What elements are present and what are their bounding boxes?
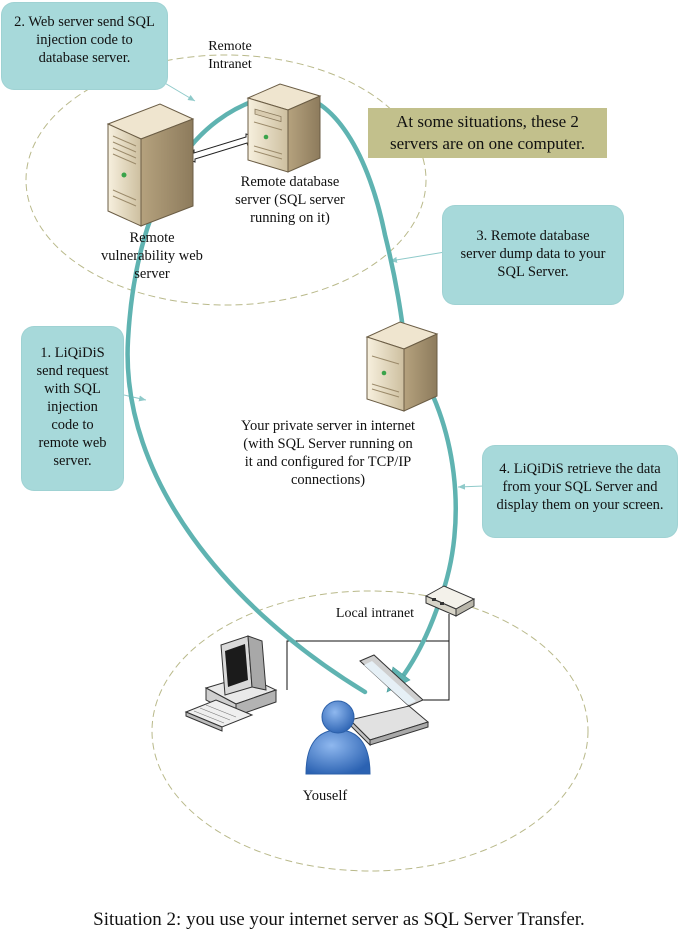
private-server-label: Your private server in internet (with SQ… — [240, 418, 416, 488]
step-2-pointer — [162, 81, 196, 102]
web-server-icon — [106, 103, 195, 227]
same-computer-note: At some situations, these 2 servers are … — [368, 108, 607, 158]
remote-intranet-label: Remote Intranet — [208, 39, 252, 72]
local-intranet-label: Local intranet — [335, 606, 415, 621]
step-1-pointer — [123, 394, 147, 402]
desktop-computer-icon — [184, 635, 278, 732]
remote-intranet-zone — [25, 54, 427, 306]
laptop-icon — [349, 654, 430, 747]
data-flow-loop — [125, 91, 458, 695]
network-switch-icon — [424, 585, 476, 617]
step-4-pointer — [457, 483, 485, 490]
step-2-callout: 2. Web server send SQL injection code to… — [2, 3, 167, 89]
figure-caption: Situation 2: you use your internet serve… — [93, 909, 585, 930]
step-4-callout: 4. LiQiDiS retrieve the data from your S… — [483, 446, 677, 537]
web-server-label: Remote vulnerability web server — [101, 230, 203, 282]
user-icon — [305, 700, 371, 775]
database-server-label: Remote database server (SQL server runni… — [235, 174, 345, 226]
local-intranet-zone — [151, 590, 589, 872]
step-1-callout: 1. LiQiDiS send request with SQL injecti… — [22, 327, 123, 490]
database-server-icon — [246, 83, 322, 173]
private-server-icon — [365, 321, 439, 412]
step-3-pointer — [389, 251, 446, 263]
network-links — [286, 614, 450, 701]
step-3-callout: 3. Remote database server dump data to y… — [443, 206, 623, 304]
user-label: Youself — [302, 788, 348, 804]
